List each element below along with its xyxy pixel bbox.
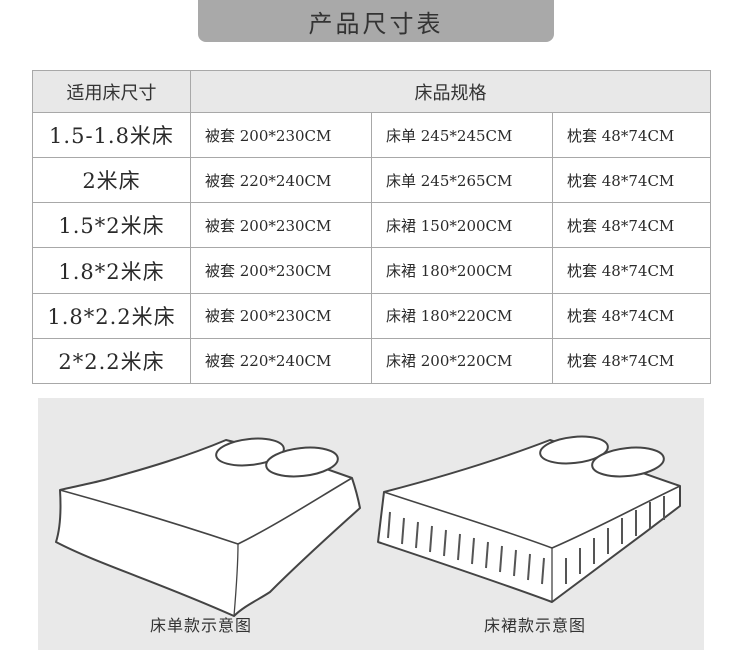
duvet-spec-cell: 被套 200*230CM — [190, 247, 372, 294]
duvet-spec-cell: 被套 200*230CM — [190, 112, 372, 159]
table-header-row: 适用床尺寸 床品规格 — [32, 69, 712, 114]
sheet-spec-cell: 床单 245*245CM — [371, 112, 553, 159]
duvet-spec-cell: 被套 220*240CM — [190, 337, 372, 385]
title-banner: 产品尺寸表 — [198, 0, 554, 42]
table-row: 1.8*2米床 被套 200*230CM 床裙 180*200CM 枕套 48*… — [32, 247, 712, 294]
bed-skirt-caption: 床裙款示意图 — [484, 616, 587, 635]
duvet-spec-cell: 被套 200*230CM — [190, 202, 372, 249]
bed-illustrations — [55, 435, 681, 617]
illustration-panel: 床单款示意图 床裙款示意图 — [38, 398, 704, 650]
bed-size-cell: 2*2.2米床 — [32, 337, 191, 385]
page-title: 产品尺寸表 — [308, 9, 444, 38]
pillowcase-spec-cell: 枕套 48*74CM — [551, 247, 712, 294]
bed-size-cell: 1.5-1.8米床 — [32, 112, 191, 159]
duvet-spec-cell: 被套 220*240CM — [190, 157, 372, 204]
pillowcase-spec-cell: 枕套 48*74CM — [551, 202, 712, 249]
bedskirt-spec-cell: 床裙 150*200CM — [371, 202, 553, 249]
size-table: 适用床尺寸 床品规格 1.5-1.8米床 被套 200*230CM 床单 245… — [32, 69, 712, 385]
table-row: 2米床 被套 220*240CM 床单 245*265CM 枕套 48*74CM — [32, 157, 712, 204]
bed-size-cell: 1.8*2.2米床 — [32, 292, 191, 339]
flat-sheet-bed-drawing — [55, 437, 361, 617]
table-row: 1.5-1.8米床 被套 200*230CM 床单 245*245CM 枕套 4… — [32, 112, 712, 159]
bed-skirt-bed-drawing — [377, 435, 681, 603]
header-bed-size: 适用床尺寸 — [32, 69, 191, 114]
duvet-spec-cell: 被套 200*230CM — [190, 292, 372, 339]
bedskirt-spec-cell: 床裙 200*220CM — [371, 337, 553, 385]
bed-size-cell: 2米床 — [32, 157, 191, 204]
flat-sheet-caption: 床单款示意图 — [150, 616, 253, 635]
sheet-spec-cell: 床单 245*265CM — [371, 157, 553, 204]
bed-size-cell: 1.5*2米床 — [32, 202, 191, 249]
table-row: 2*2.2米床 被套 220*240CM 床裙 200*220CM 枕套 48*… — [32, 337, 712, 385]
pillowcase-spec-cell: 枕套 48*74CM — [551, 112, 712, 159]
table-row: 1.8*2.2米床 被套 200*230CM 床裙 180*220CM 枕套 4… — [32, 292, 712, 339]
pillowcase-spec-cell: 枕套 48*74CM — [551, 292, 712, 339]
pillowcase-spec-cell: 枕套 48*74CM — [551, 337, 712, 385]
bedskirt-spec-cell: 床裙 180*200CM — [371, 247, 553, 294]
table-row: 1.5*2米床 被套 200*230CM 床裙 150*200CM 枕套 48*… — [32, 202, 712, 249]
bedskirt-spec-cell: 床裙 180*220CM — [371, 292, 553, 339]
pillowcase-spec-cell: 枕套 48*74CM — [551, 157, 712, 204]
bed-size-cell: 1.8*2米床 — [32, 247, 191, 294]
header-bedding-spec: 床品规格 — [189, 69, 712, 114]
bed-skirt-pleats — [387, 496, 665, 585]
